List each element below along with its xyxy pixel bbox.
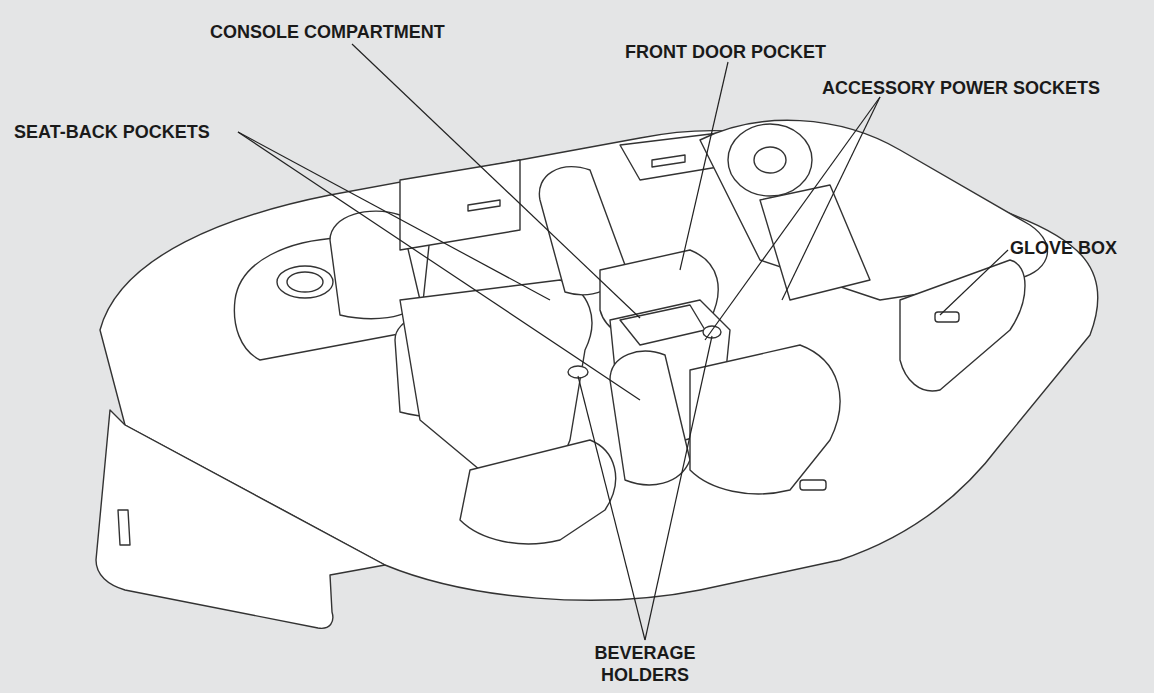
glove-box bbox=[900, 260, 1025, 391]
seat-switch bbox=[800, 480, 826, 490]
rear-seat-cushion bbox=[460, 440, 616, 544]
steering-hub bbox=[754, 147, 786, 173]
part-label: SEAT-BACK POCKETS bbox=[14, 121, 210, 143]
leader-line bbox=[578, 376, 645, 640]
center-stack bbox=[760, 185, 870, 300]
part-label: CONSOLE COMPARTMENT bbox=[210, 21, 445, 43]
speaker bbox=[277, 266, 333, 298]
part-label: BEVERAGE HOLDERS bbox=[580, 642, 710, 686]
part-label: FRONT DOOR POCKET bbox=[625, 41, 826, 63]
leader-line bbox=[782, 97, 880, 300]
steering-wheel bbox=[728, 124, 812, 196]
glove-box-latch bbox=[935, 312, 959, 322]
trunk-lid bbox=[96, 410, 385, 628]
door-handle bbox=[652, 155, 685, 167]
passenger-seat-back bbox=[610, 351, 690, 485]
rear-seat-cushion bbox=[400, 280, 592, 474]
door-handle bbox=[468, 200, 500, 211]
leader-line bbox=[238, 132, 640, 400]
leader-line bbox=[645, 336, 712, 640]
leader-line bbox=[352, 44, 640, 318]
leader-line bbox=[705, 97, 880, 340]
trunk-handle bbox=[118, 510, 130, 545]
passenger-seat-cushion bbox=[690, 345, 840, 494]
part-label: ACCESSORY POWER SOCKETS bbox=[822, 77, 1100, 99]
rear-door bbox=[400, 160, 520, 250]
leader-line bbox=[940, 250, 1008, 315]
speaker-inner bbox=[287, 272, 323, 292]
leader-line bbox=[680, 62, 728, 270]
leader-line bbox=[238, 132, 550, 300]
part-label: GLOVE BOX bbox=[1010, 237, 1117, 259]
